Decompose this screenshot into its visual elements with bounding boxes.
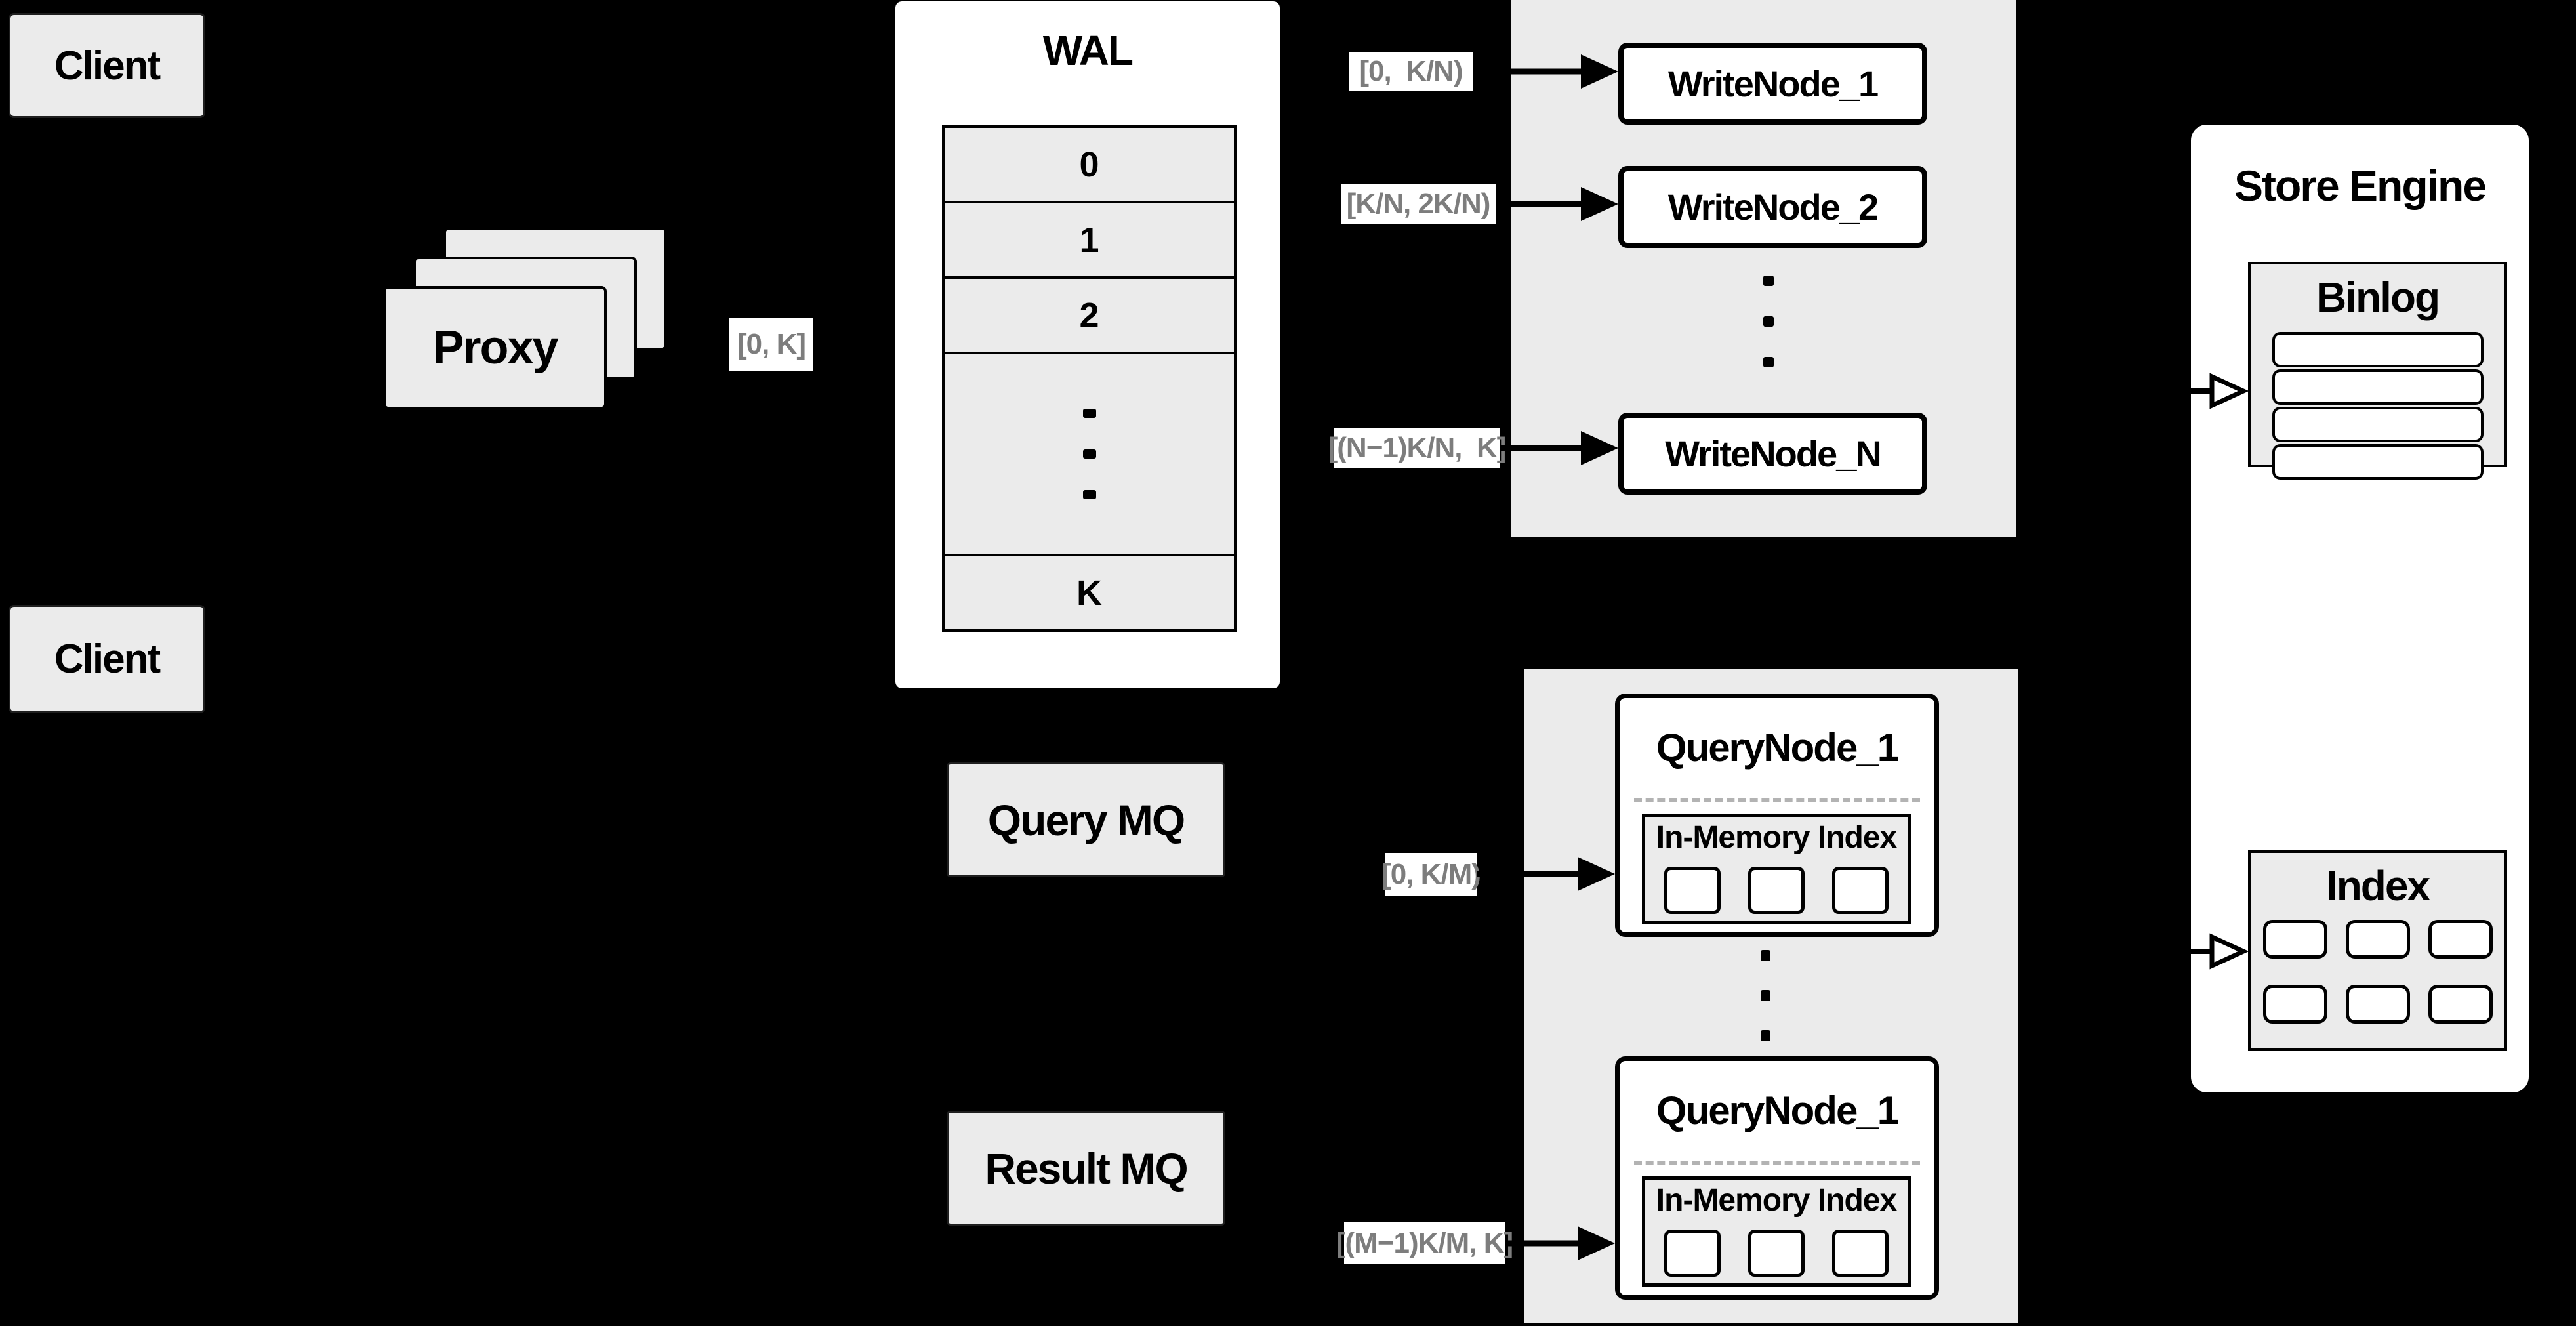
index-cells-row-2: [2251, 985, 2504, 1024]
ellipsis-dot: [1082, 449, 1096, 459]
segment-square: [1832, 1230, 1889, 1277]
wal-table: 0 1 2 K: [942, 125, 1237, 632]
index-cell: [2345, 985, 2410, 1024]
range-label-proxy-wal: [0, K]: [729, 318, 813, 371]
binlog-box: Binlog: [2248, 262, 2507, 480]
range-label-query-m: [(M−1)K/M, K]: [1336, 1222, 1513, 1264]
segment-square: [1832, 867, 1889, 914]
query-mq-box: Query MQ: [947, 762, 1225, 877]
query-node-top: QueryNode_1 In-Memory Index: [1615, 694, 1939, 937]
store-engine-box: Store Engine Binlog Index: [2191, 125, 2529, 1092]
ellipsis-dot: [1082, 409, 1096, 418]
index-cell: [2428, 920, 2493, 959]
wal-row-k: K: [1076, 573, 1102, 613]
wal-row-0: 0: [945, 128, 1234, 203]
wal-row-1: 1: [945, 203, 1234, 279]
segment-square: [1748, 867, 1805, 914]
binlog-row: [2272, 407, 2484, 442]
ellipsis-dot: [1082, 490, 1096, 499]
range-label-query-1: [0, K/M): [1381, 853, 1481, 896]
result-mq-box: Result MQ: [947, 1111, 1225, 1226]
wal-row-2: 2: [945, 279, 1234, 354]
result-mq-label: Result MQ: [985, 1144, 1188, 1193]
query-node-ellipsis: [1761, 950, 1770, 1041]
range-label-write-2: [K/N, 2K/N): [1341, 184, 1496, 224]
in-memory-index-bottom-label: In-Memory Index: [1656, 1182, 1897, 1218]
write-node-n: WriteNode_N: [1618, 413, 1927, 495]
proxy-card-front: Proxy: [383, 286, 607, 409]
index-cell: [2262, 920, 2327, 959]
index-title: Index: [2325, 862, 2430, 909]
binlog-title: Binlog: [2316, 274, 2440, 321]
ellipsis-dot: [1763, 316, 1774, 327]
ellipsis-dot: [1763, 357, 1774, 367]
write-node-n-label: WriteNode_N: [1665, 433, 1882, 474]
segment-squares: [1645, 1230, 1908, 1277]
query-node-top-title: QueryNode_1: [1656, 725, 1899, 770]
write-node-1: WriteNode_1: [1618, 43, 1927, 125]
binlog-rows: [2251, 332, 2504, 480]
in-memory-index-top: In-Memory Index: [1642, 814, 1911, 924]
client-box-top: Client: [9, 13, 205, 118]
query-node-bottom-title: QueryNode_1: [1656, 1088, 1899, 1132]
client-box-bottom: Client: [9, 605, 205, 713]
index-cells-row-1: [2251, 920, 2504, 959]
range-label-write-n: [(N−1)K/N, K]: [1328, 428, 1506, 468]
index-cell: [2345, 920, 2410, 959]
write-node-ellipsis: [1763, 276, 1774, 367]
wal-title: WAL: [1042, 27, 1134, 74]
wal-box: WAL 0 1 2 K: [895, 1, 1280, 688]
segment-square: [1664, 867, 1721, 914]
ellipsis-dot: [1763, 276, 1774, 286]
client-top-label: Client: [54, 43, 161, 89]
in-memory-index-bottom: In-Memory Index: [1642, 1176, 1911, 1287]
index-cell: [2262, 985, 2327, 1024]
store-engine-title: Store Engine: [2234, 161, 2487, 210]
dashed-divider: [1634, 798, 1920, 802]
ellipsis-dot: [1761, 990, 1770, 1001]
segment-square: [1664, 1230, 1721, 1277]
query-mq-label: Query MQ: [987, 795, 1185, 844]
ellipsis-dot: [1761, 1030, 1770, 1041]
binlog-row: [2272, 369, 2484, 405]
range-label-write-1: [0, K/N): [1349, 52, 1473, 91]
in-memory-index-top-label: In-Memory Index: [1656, 819, 1897, 855]
dashed-divider: [1634, 1161, 1920, 1165]
proxy-label: Proxy: [432, 321, 558, 374]
wal-ellipsis: [945, 354, 1234, 556]
segment-square: [1748, 1230, 1805, 1277]
index-box: Index: [2248, 850, 2507, 1051]
binlog-row: [2272, 444, 2484, 480]
client-bottom-label: Client: [54, 636, 161, 682]
binlog-row: [2272, 332, 2484, 367]
ellipsis-dot: [1761, 950, 1770, 961]
segment-squares: [1645, 867, 1908, 914]
write-node-1-label: WriteNode_1: [1667, 63, 1879, 104]
index-cell: [2428, 985, 2493, 1024]
write-node-2-label: WriteNode_2: [1667, 186, 1879, 228]
write-node-2: WriteNode_2: [1618, 166, 1927, 248]
query-node-bottom: QueryNode_1 In-Memory Index: [1615, 1056, 1939, 1300]
